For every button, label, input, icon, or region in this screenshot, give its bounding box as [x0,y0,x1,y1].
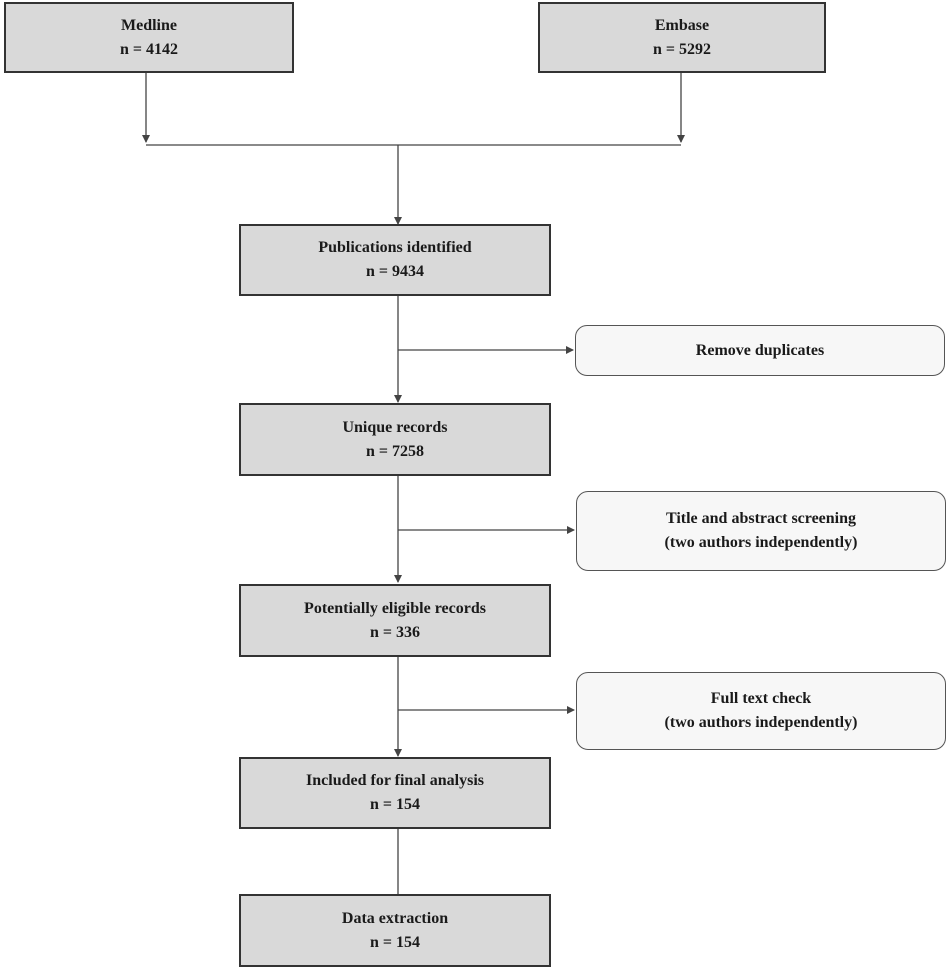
full-text-check-label: Full text check [710,690,812,707]
medline-box: Medline n = 4142 [4,2,294,73]
data-extraction-count: n = 154 [369,933,420,951]
included-final-analysis-title: Included for final analysis [306,772,484,789]
embase-count: n = 5292 [652,40,711,58]
included-final-analysis-count: n = 154 [369,796,420,813]
screening-label: Title and abstract screening [665,510,857,527]
eligible-records-count: n = 336 [369,623,420,641]
embase-title: Embase [654,16,710,34]
embase-box: Embase n = 5292 [538,2,826,73]
unique-records-box: Unique records n = 7258 [239,403,551,476]
remove-duplicates-label: Remove duplicates [695,341,825,359]
medline-count: n = 4142 [119,40,178,58]
remove-duplicates-box: Remove duplicates [575,325,945,376]
unique-records-title: Unique records [342,418,448,436]
screening-box: Title and abstract screening (two author… [576,491,946,571]
full-text-check-box: Full text check (two authors independent… [576,672,946,750]
publications-identified-box: Publications identified n = 9434 [239,224,551,296]
eligible-records-title: Potentially eligible records [304,599,486,617]
data-extraction-box: Data extraction n = 154 [239,894,551,967]
eligible-records-box: Potentially eligible records n = 336 [239,584,551,657]
unique-records-count: n = 7258 [365,442,424,460]
publications-identified-title: Publications identified [318,239,472,256]
screening-note: (two authors independently) [664,534,858,551]
medline-title: Medline [121,16,177,34]
publications-identified-count: n = 9434 [365,263,424,280]
data-extraction-title: Data extraction [341,909,449,927]
full-text-check-note: (two authors independently) [664,714,858,731]
included-final-analysis-box: Included for final analysis n = 154 [239,757,551,829]
